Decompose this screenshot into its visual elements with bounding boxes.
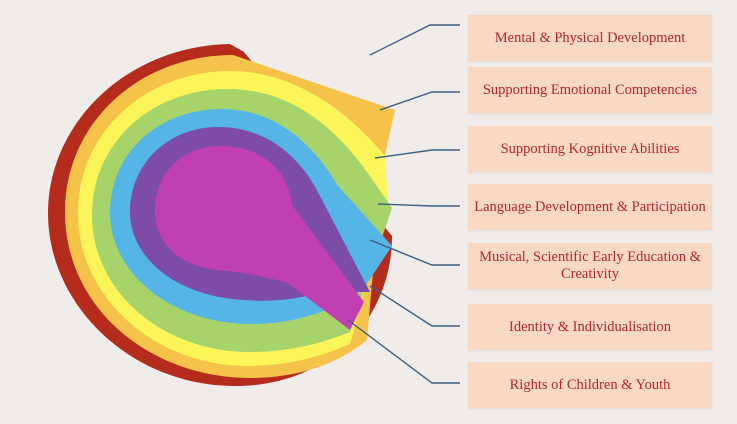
label-box-kognitive-abilities: Supporting Kognitive Abilities (468, 126, 712, 172)
connector-line-6 (369, 285, 460, 327)
label-box-identity-individualisation: Identity & Individualisation (468, 304, 712, 350)
label-box-emotional-competencies: Supporting Emotional Competencies (468, 67, 712, 113)
connector-line-7 (347, 319, 460, 384)
connector-lines (347, 24, 460, 384)
label-text: Mental & Physical Development (494, 29, 686, 46)
label-text: Supporting Kognitive Abilities (500, 140, 680, 157)
label-text: Supporting Emotional Competencies (482, 81, 698, 98)
label-text: Language Development & Participation (474, 198, 706, 215)
label-box-rights-children-youth: Rights of Children & Youth (468, 362, 712, 408)
center-magenta (155, 146, 364, 330)
label-box-mental-physical-development: Mental & Physical Development (468, 15, 712, 61)
label-text: Rights of Children & Youth (509, 376, 671, 393)
connector-line-1 (369, 24, 460, 56)
connector-line-2 (379, 91, 460, 111)
connector-line-4 (377, 203, 460, 207)
connector-line-3 (374, 149, 460, 159)
label-text: Identity & Individualisation (509, 318, 671, 335)
label-box-language-development: Language Development & Participation (468, 184, 712, 230)
connector-line-5 (369, 239, 460, 266)
label-box-musical-scientific-education: Musical, Scientific Early Education & Cr… (468, 243, 712, 289)
label-text: Musical, Scientific Early Education & Cr… (479, 249, 701, 282)
